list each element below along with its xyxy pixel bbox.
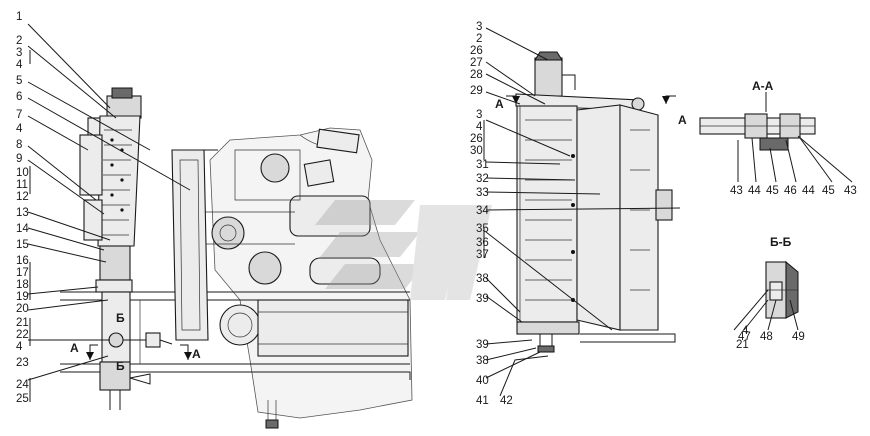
callout-bb-3: 47 bbox=[738, 331, 751, 343]
section-aa-detail bbox=[699, 92, 816, 151]
callout-mid-11: 31 bbox=[476, 159, 489, 171]
callout-aa-2: 44 bbox=[748, 185, 761, 197]
callout-mid-20: 39 bbox=[476, 339, 489, 351]
callout-bb-5: 49 bbox=[792, 331, 805, 343]
callout-bb-1: 4 bbox=[742, 325, 749, 337]
callout-mid-2: 2 bbox=[476, 33, 482, 45]
section-a-mark-top-left: А bbox=[495, 97, 504, 111]
callout-mid-19: 39 bbox=[476, 293, 489, 305]
callout-left-3: 3 bbox=[16, 47, 22, 59]
callouts-left: 1234567489101112131415161718192021224232… bbox=[16, 11, 29, 405]
callout-left-20: 19 bbox=[16, 291, 29, 303]
callouts-middle: 3226272829342630313233343536373839393840… bbox=[470, 21, 513, 407]
callout-aa-3: 45 bbox=[766, 185, 779, 197]
callout-left-6: 6 bbox=[16, 91, 22, 103]
callout-left-8: 4 bbox=[16, 123, 23, 135]
callout-mid-16: 36 bbox=[476, 237, 489, 249]
callout-left-16: 15 bbox=[16, 239, 29, 251]
callouts-section-aa: 43 44 45 46 44 45 43 bbox=[730, 185, 857, 197]
radiator-left-view bbox=[79, 87, 173, 410]
callout-left-11: 10 bbox=[16, 167, 29, 179]
callout-left-18: 17 bbox=[16, 267, 29, 279]
callout-left-10: 9 bbox=[16, 153, 22, 165]
callout-left-26: 24 bbox=[16, 379, 29, 391]
callout-mid-1: 3 bbox=[476, 21, 482, 33]
callout-mid-7: 3 bbox=[476, 109, 482, 121]
callout-left-15: 14 bbox=[16, 223, 29, 235]
callout-mid-12: 32 bbox=[476, 173, 489, 185]
callout-mid-9: 26 bbox=[470, 133, 483, 145]
callout-aa-6: 45 bbox=[822, 185, 835, 197]
callout-left-19: 18 bbox=[16, 279, 29, 291]
callout-left-12: 11 bbox=[16, 179, 28, 191]
callout-bb-4: 48 bbox=[760, 331, 773, 343]
leader-lines bbox=[27, 23, 853, 397]
callout-left-9: 8 bbox=[16, 139, 22, 151]
section-bb-label: Б-Б bbox=[770, 235, 792, 249]
callout-aa-7: 43 bbox=[844, 185, 857, 197]
section-b-mark-top: Б bbox=[116, 311, 125, 325]
callout-mid-15: 35 bbox=[476, 223, 489, 235]
callout-left-21: 20 bbox=[16, 303, 29, 315]
callout-left-27: 25 bbox=[16, 393, 29, 405]
callout-left-7: 7 bbox=[16, 109, 22, 121]
callout-left-22: 21 bbox=[16, 317, 29, 329]
callout-mid-17: 37 bbox=[476, 249, 489, 261]
engine-block-background bbox=[205, 127, 413, 429]
callout-aa-5: 44 bbox=[802, 185, 815, 197]
callout-mid-23: 41 bbox=[476, 395, 489, 407]
callout-left-23: 22 bbox=[16, 329, 29, 341]
callout-left-24: 4 bbox=[16, 341, 23, 353]
callout-mid-18: 38 bbox=[476, 273, 489, 285]
callout-mid-13: 33 bbox=[476, 187, 489, 199]
callout-mid-21: 38 bbox=[476, 355, 489, 367]
section-b-mark-bottom: Б bbox=[116, 359, 125, 373]
watermark-logo bbox=[315, 200, 492, 300]
section-bb-detail bbox=[765, 260, 799, 319]
callout-aa-1: 43 bbox=[730, 185, 743, 197]
callout-mid-8: 4 bbox=[476, 121, 483, 133]
callout-mid-6: 29 bbox=[470, 85, 483, 97]
radiator-front-view bbox=[515, 51, 676, 353]
callout-left-1: 1 bbox=[16, 11, 22, 23]
callout-mid-3: 26 bbox=[470, 45, 483, 57]
callout-mid-22: 40 bbox=[476, 375, 489, 387]
callout-left-5: 5 bbox=[16, 75, 22, 87]
callout-left-2: 2 bbox=[16, 35, 22, 47]
callout-left-4: 4 bbox=[16, 59, 23, 71]
callout-left-17: 16 bbox=[16, 255, 29, 267]
shroud-left-view bbox=[171, 149, 218, 341]
section-a-mark-right: А bbox=[192, 347, 201, 361]
section-a-mark-top-right: А bbox=[678, 113, 687, 127]
callout-aa-4: 46 bbox=[784, 185, 797, 197]
callout-left-25: 23 bbox=[16, 357, 29, 369]
section-a-markers-mid bbox=[506, 95, 676, 104]
section-aa-label: А-А bbox=[752, 79, 774, 93]
group-brackets bbox=[29, 50, 485, 402]
callout-mid-4: 27 bbox=[470, 57, 483, 69]
callout-left-14: 13 bbox=[16, 207, 29, 219]
callout-mid-24: 42 bbox=[500, 395, 513, 407]
section-a-mark-left: А bbox=[70, 341, 79, 355]
callout-mid-10: 30 bbox=[470, 145, 483, 157]
callout-left-13: 12 bbox=[16, 191, 29, 203]
callout-bb-2: 21 bbox=[736, 339, 749, 351]
callout-mid-14: 34 bbox=[476, 205, 489, 217]
callout-mid-5: 28 bbox=[470, 69, 483, 81]
section-a-markers-left bbox=[86, 344, 192, 360]
